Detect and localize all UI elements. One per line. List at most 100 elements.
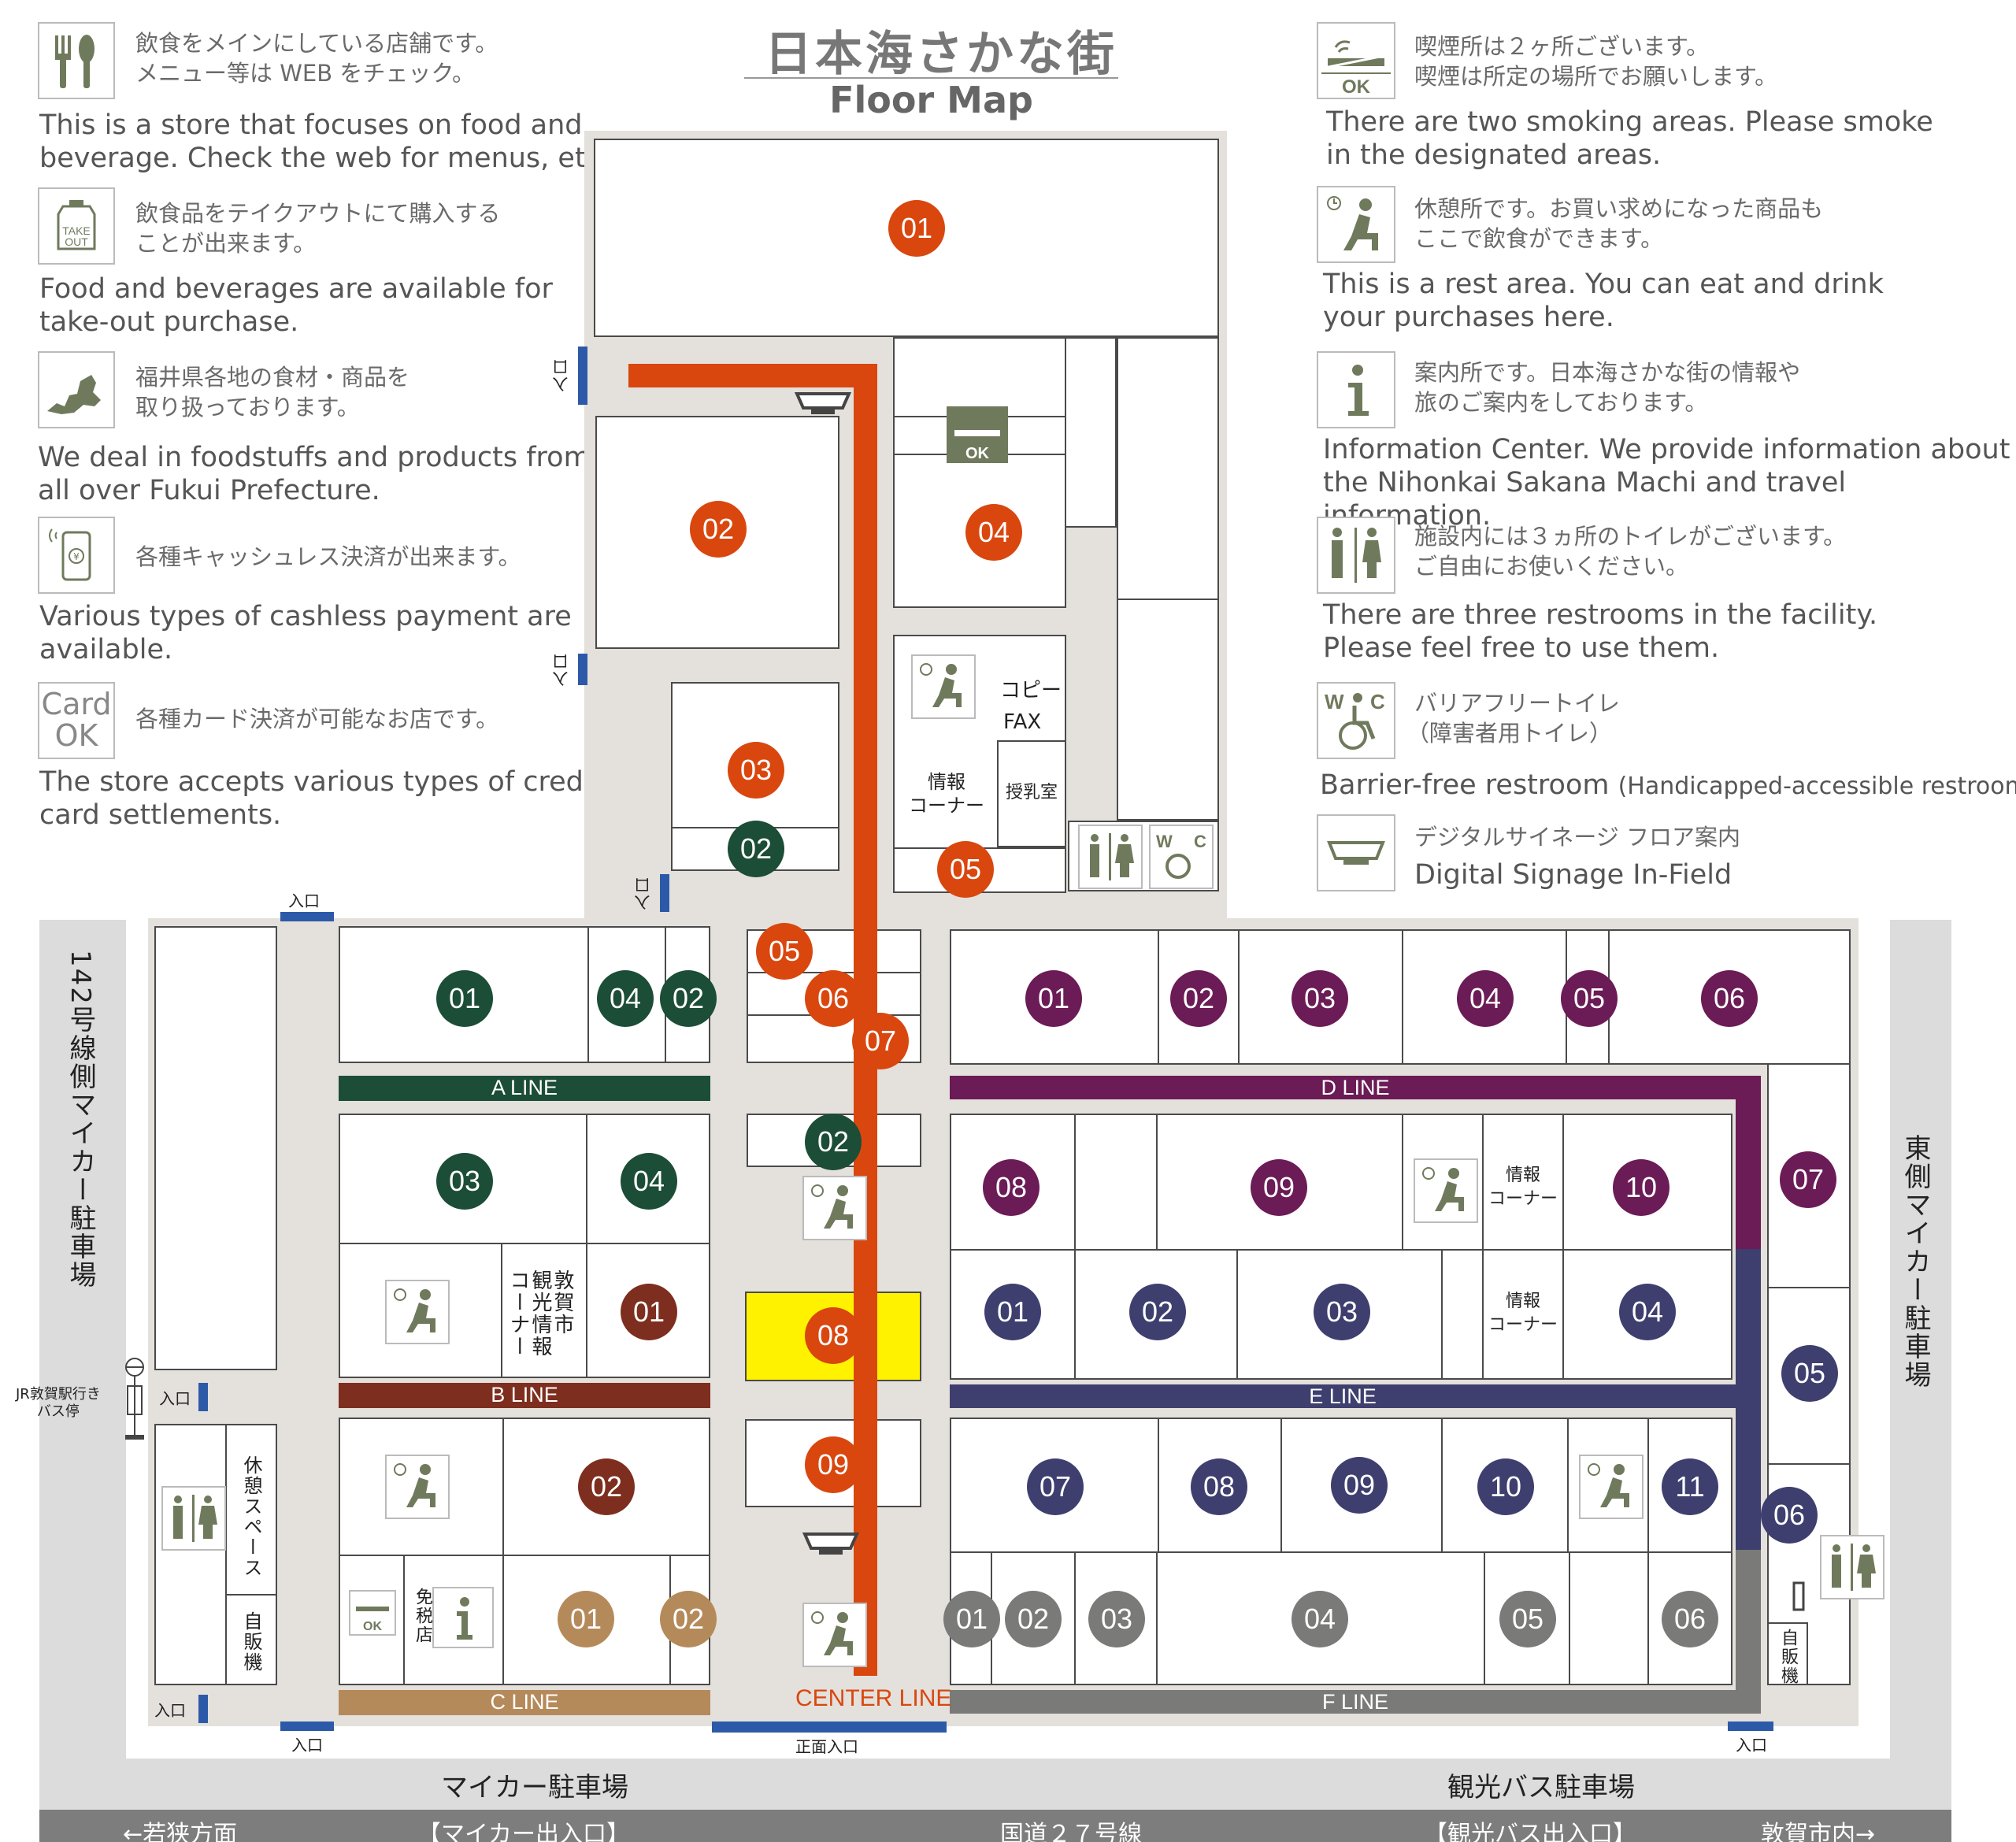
badge-f-02[interactable]: 02: [1005, 1591, 1062, 1647]
svg-text:TAKE: TAKE: [62, 224, 91, 237]
badge-center-09[interactable]: 09: [805, 1436, 862, 1493]
entrance-upper-3[interactable]: [660, 874, 669, 912]
entrance-bottom-right-label: 入口: [1736, 1736, 1767, 1755]
badge-center-01[interactable]: 01: [888, 200, 945, 257]
entrance-upper-1[interactable]: [578, 347, 587, 405]
shop-center-04-block[interactable]: [893, 337, 1066, 608]
badge-f-03[interactable]: 03: [1088, 1591, 1145, 1647]
badge-a-02-center[interactable]: 02: [805, 1114, 862, 1170]
vending-box: [225, 1594, 277, 1685]
rest-space-box: [225, 1424, 277, 1596]
entrance-bottom-right[interactable]: [1728, 1722, 1773, 1731]
badge-d-08[interactable]: 08: [983, 1159, 1040, 1216]
badge-f-01[interactable]: 01: [943, 1591, 1000, 1647]
svg-text:C: C: [1194, 832, 1206, 851]
badge-d-07[interactable]: 07: [1780, 1151, 1836, 1208]
legend-takeout-jp2: ことが出来ます。: [135, 230, 317, 257]
legend-smoking-en2: in the designated areas.: [1326, 139, 1662, 171]
my-car-parking-label: マイカー駐車場: [441, 1772, 628, 1803]
badge-center-05-upper[interactable]: 05: [937, 841, 994, 898]
legend-food-en2: beverage. Check the web for menus, etc.: [39, 143, 610, 174]
upper-unit-c[interactable]: [1117, 599, 1219, 821]
shop-d-empty[interactable]: [1074, 1114, 1158, 1251]
right-signage-icon: [1792, 1581, 1805, 1611]
badge-d-01[interactable]: 01: [1025, 970, 1082, 1027]
badge-d-03[interactable]: 03: [1292, 970, 1348, 1027]
badge-c-01[interactable]: 01: [558, 1591, 614, 1647]
badge-f-05[interactable]: 05: [1499, 1591, 1556, 1647]
badge-e-06[interactable]: 06: [1761, 1487, 1818, 1544]
shop-d-10[interactable]: [1562, 1114, 1732, 1251]
entrance-left-mid[interactable]: [198, 1383, 208, 1411]
badge-a-04[interactable]: 04: [621, 1153, 677, 1210]
badge-center-07[interactable]: 07: [852, 1013, 909, 1069]
badge-e-03[interactable]: 03: [1314, 1284, 1370, 1340]
main-entrance[interactable]: [712, 1722, 947, 1733]
info-corner-e-label: 情報 コーナー: [1488, 1292, 1558, 1335]
d-line-vertical: [1736, 1076, 1761, 1251]
rest-space-label: 休憩スペース: [240, 1455, 262, 1578]
parking-right-label: 東側マイカー駐車場: [1899, 1134, 1931, 1389]
badge-e-02[interactable]: 02: [1129, 1284, 1186, 1340]
svg-text:OK: OK: [1342, 76, 1371, 98]
badge-e-05[interactable]: 05: [1781, 1345, 1838, 1402]
badge-d-04[interactable]: 04: [1457, 970, 1514, 1027]
badge-f-06[interactable]: 06: [1662, 1591, 1718, 1647]
badge-e-07[interactable]: 07: [1027, 1458, 1084, 1515]
road-right: 敦賀市内→: [1761, 1821, 1876, 1842]
nursing-label: 授乳室: [1005, 783, 1058, 802]
copy-label: コピー: [1000, 679, 1062, 702]
badge-c-02[interactable]: 02: [660, 1591, 717, 1647]
badge-d-10[interactable]: 10: [1613, 1159, 1670, 1216]
badge-a-04-top[interactable]: 04: [597, 970, 654, 1027]
badge-e-04[interactable]: 04: [1619, 1284, 1676, 1340]
cashless-phone-icon: ¥: [38, 517, 115, 594]
entrance-bottom-left[interactable]: [280, 1722, 334, 1731]
badge-e-10[interactable]: 10: [1477, 1458, 1534, 1515]
badge-center-02[interactable]: 02: [690, 501, 747, 558]
bus-stop-label: JR敦賀駅行き バス停: [16, 1386, 101, 1420]
badge-a-01[interactable]: 01: [436, 970, 493, 1027]
svg-text:OUT: OUT: [65, 235, 88, 248]
shop-center-02[interactable]: [595, 416, 839, 649]
badge-e-11[interactable]: 11: [1662, 1458, 1718, 1515]
entrance-left-bottom[interactable]: [198, 1695, 208, 1723]
d-line: D LINE: [950, 1076, 1761, 1099]
badge-a-02-upper[interactable]: 02: [728, 821, 784, 877]
badge-center-06[interactable]: 06: [805, 970, 862, 1027]
badge-center-03[interactable]: 03: [728, 742, 784, 799]
legend-food-jp1: 飲食をメインにしている店舗です。: [135, 30, 498, 57]
tourist-info-corner: [501, 1243, 587, 1378]
badge-d-09[interactable]: 09: [1251, 1159, 1307, 1216]
badge-e-08[interactable]: 08: [1191, 1458, 1247, 1515]
badge-d-06[interactable]: 06: [1701, 970, 1758, 1027]
badge-b-02[interactable]: 02: [578, 1458, 635, 1515]
badge-center-05[interactable]: 05: [756, 923, 813, 980]
badge-d-05[interactable]: 05: [1561, 970, 1618, 1027]
legend-smoking-en1: There are two smoking areas. Please smok…: [1326, 106, 1933, 138]
parking-left-label: 142号線側マイカー駐車場: [65, 950, 96, 1289]
badge-e-01[interactable]: 01: [984, 1284, 1041, 1340]
svg-text:OK: OK: [363, 1620, 382, 1633]
badge-d-02[interactable]: 02: [1170, 970, 1227, 1027]
svg-text:¥: ¥: [73, 551, 80, 562]
badge-center-08[interactable]: 08: [805, 1307, 862, 1364]
badge-a-02-top[interactable]: 02: [660, 970, 717, 1027]
info-corner-upper-label: 情報 コーナー: [909, 771, 984, 817]
entrance-bottom-left-label: 入口: [291, 1736, 323, 1755]
upper-unit-a[interactable]: [1065, 337, 1117, 528]
upper-unit-b[interactable]: [1117, 337, 1219, 600]
smoking-ok-icon: OK: [1317, 22, 1395, 99]
badge-e-09[interactable]: 09: [1331, 1457, 1388, 1514]
badge-b-01[interactable]: 01: [621, 1284, 677, 1340]
tax-free-label: 免税店: [413, 1588, 432, 1644]
badge-center-04[interactable]: 04: [965, 504, 1022, 561]
badge-a-03[interactable]: 03: [436, 1153, 493, 1210]
entrance-upper-2[interactable]: [578, 654, 587, 685]
e-line: E LINE: [950, 1384, 1736, 1408]
badge-f-04[interactable]: 04: [1292, 1591, 1348, 1647]
entrance-top-left[interactable]: [280, 912, 334, 921]
